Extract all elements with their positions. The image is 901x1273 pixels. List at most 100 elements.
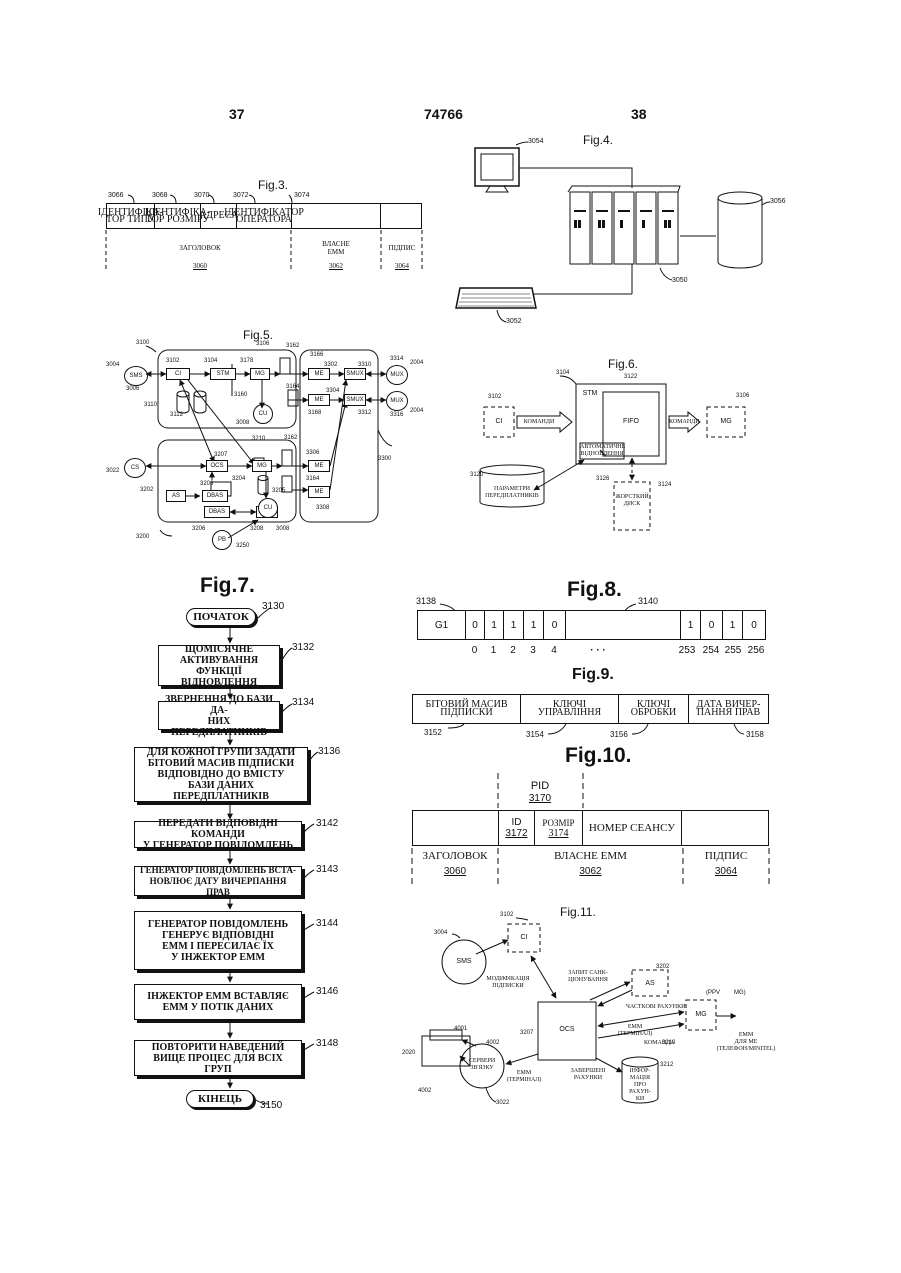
terminal-device-icon [422, 1030, 470, 1066]
bit-index: 1 [484, 645, 503, 656]
fig11-label: ЕММ ДЛЯ МЕ (ТЕЛЕФОН/MINITEL) [704, 1032, 788, 1053]
ref-3308: 3308 [316, 505, 329, 512]
ref-3304: 3304 [326, 388, 339, 395]
fig10-size-ref: 3174 [549, 828, 569, 839]
fig10-size-field: РОЗМІР 3174 [535, 811, 583, 845]
fig7-ref: 3143 [316, 864, 338, 875]
fig11-ref: 4002 [486, 1040, 499, 1047]
bit-index: 255 [722, 645, 744, 656]
ref-3310: 3310 [358, 362, 371, 369]
me-block: ME [308, 460, 330, 472]
ref-3006: 3006 [126, 386, 139, 393]
fig11-ref: 4001 [454, 1026, 467, 1033]
fig10-emm-packet: ID 3172 РОЗМІР 3174 НОМЕР СЕАНСУ [412, 810, 769, 846]
fig6-ci-block: CI [484, 418, 514, 426]
fig8-bit-array: G1 0 1 1 1 0 1 0 1 0 [417, 610, 766, 640]
fig7-caption: Fig.7. [200, 574, 255, 598]
fig11-caption: Fig.11. [560, 905, 596, 919]
ref-3168: 3168 [308, 410, 321, 417]
fig7-start: ПОЧАТОК [186, 608, 256, 626]
bit-index: 0 [465, 645, 484, 656]
mg-block: MG [250, 368, 270, 380]
ref-3104: 3104 [204, 358, 217, 365]
fig4-server-ref: 3050 [672, 277, 688, 284]
ref-3100: 3100 [136, 340, 149, 347]
fig3-ref: 3068 [152, 192, 168, 199]
fig6-subscriber-params-db: ПАРАМЕТРИ ПЕРЕДПЛАТНИКІВ [480, 486, 544, 500]
cs-block: CS [124, 458, 146, 478]
bit-cell-group: G1 [418, 611, 466, 639]
fig9-ref: 3152 [424, 728, 442, 737]
fig10-id-field: ID 3172 [499, 811, 535, 845]
ref-2004: 2004 [410, 360, 423, 367]
ref-3210: 3210 [252, 436, 265, 443]
disk-storage-icon [718, 192, 762, 268]
fig4-keyboard-ref: 3052 [506, 318, 522, 325]
ref-3300: 3300 [378, 456, 391, 463]
ref-3004: 3004 [106, 362, 119, 369]
cu-block: CU [253, 404, 273, 424]
fig11-label: ЧАСТКОВІ РАХУНКИ [626, 1004, 702, 1011]
bit-cell-gap [566, 611, 681, 639]
fig7-step: ПОВТОРИТИ НАВЕДЕНИЙ ВИЩЕ ПРОЦЕС ДЛЯ ВСІХ… [134, 1040, 302, 1076]
ref-3208: 3208 [250, 526, 263, 533]
mux-block: MUX [386, 365, 408, 385]
bit-index: 3 [523, 645, 543, 656]
ref-3112: 3112 [170, 412, 183, 419]
fig11-billing-info-db: ІНФОР- МАЦІЯ ПРО РАХУН- КИ [622, 1068, 658, 1103]
fig7-ref: 3132 [292, 642, 314, 653]
fig3-ref: 3070 [194, 192, 210, 199]
fig10-header-field [413, 811, 499, 845]
fig11-as-block: AS [632, 980, 668, 988]
stm-block: STM [210, 368, 236, 380]
ref-3162: 3162 [286, 343, 299, 350]
fig11-ocs-block: OCS [538, 1026, 596, 1034]
ref-3314: 3314 [390, 356, 403, 363]
fig6-ref: 3106 [736, 393, 749, 400]
fig11-label: ЕММ (ТЕРМІНАЛ) [612, 1024, 658, 1038]
fig6-commands-arrow: КОМАНДИ [669, 419, 699, 426]
fig7-step: ДЛЯ КОЖНОЇ ГРУПИ ЗАДАТИ БІТОВИЙ МАСИВ ПІ… [134, 747, 308, 802]
me-block: ME [308, 368, 330, 380]
mg-block: MG [252, 460, 272, 472]
fig10-id-label: ID [512, 817, 522, 828]
fig11-label: МОДИФІКАЦІЯ ПІДПИСКИ [478, 976, 538, 990]
ref-3110: 3110 [144, 402, 157, 409]
bit-cell: 0 [544, 611, 566, 639]
as-block: AS [166, 490, 186, 502]
fig9-field: ДАТА ВИЧЕР- ПАННЯ ПРАВ [689, 695, 768, 723]
keyboard-icon [456, 288, 536, 308]
fig10-signature-field [682, 811, 768, 845]
ref-3022: 3022 [106, 468, 119, 475]
ref-3160: 3160 [234, 392, 247, 399]
sms-block: SMS [124, 366, 148, 386]
bit-cell: 0 [466, 611, 485, 639]
fig6-auto-renewal-block: АВТОМАТИЧНЕ ВІДНОВЛЕННЯ [580, 444, 624, 458]
ref-2004: 2004 [410, 408, 423, 415]
fig3-ref: 3074 [294, 192, 310, 199]
ref-3008: 3008 [236, 420, 249, 427]
bit-cell: 0 [701, 611, 723, 639]
fig7-ref: 3144 [316, 918, 338, 929]
fig11-ref: 4002 [418, 1088, 431, 1095]
fig3-header-ref: 3060 [180, 262, 220, 270]
fig3-packet: ІДЕНТИФІКА- ТОР ТИПУ ІДЕНТИФІКА- ТОР РОЗ… [106, 203, 422, 229]
fig6-ref: 3122 [624, 374, 637, 381]
fig7-ref: 3146 [316, 986, 338, 997]
fig10-caption: Fig.10. [565, 744, 632, 768]
fig7-step: ГЕНЕРАТОР ПОВІДОМЛЕНЬ ВСТА- НОВЛЮЄ ДАТУ … [134, 866, 302, 896]
bit-cell: 1 [723, 611, 743, 639]
fig8-ref: 3140 [638, 596, 658, 606]
ocs-block: OCS [206, 460, 228, 472]
fig6-mg-block: MG [707, 418, 745, 426]
fig11-label: MG) [734, 990, 746, 997]
fig6-caption: Fig.6. [608, 357, 638, 371]
ref-3164: 3164 [306, 476, 319, 483]
cu-block: CU [258, 498, 278, 518]
fig9-field: КЛЮЧІ ОБРОБКИ [619, 695, 689, 723]
bit-index-ellipsis: · · · [568, 645, 628, 656]
bit-cell: 1 [485, 611, 504, 639]
me-block: ME [308, 394, 330, 406]
fig7-ref: 3130 [262, 601, 284, 612]
ref-3206: 3206 [200, 481, 213, 488]
